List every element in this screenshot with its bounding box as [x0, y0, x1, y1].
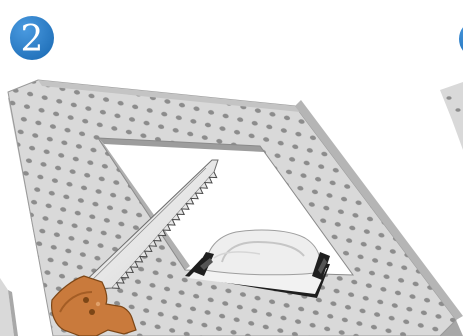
step-number: 2 — [21, 19, 44, 60]
previous-panel-edge — [0, 278, 18, 336]
step-badge: 2 — [8, 14, 56, 62]
next-panel-edge — [440, 82, 463, 150]
next-step-badge — [458, 19, 463, 59]
